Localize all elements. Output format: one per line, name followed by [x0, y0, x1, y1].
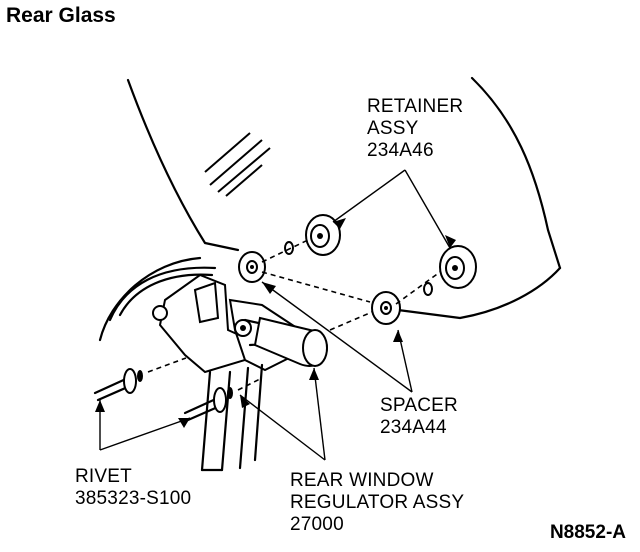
alignment-lines: [147, 239, 441, 391]
rivet-label-line-1: RIVET: [75, 466, 132, 487]
spacer-label-line-1: SPACER: [380, 395, 458, 416]
regulator-roller-plate: [253, 316, 328, 367]
glass-hole-upper: [284, 241, 294, 255]
retainer-lower: [439, 245, 477, 289]
rivet-part-number: 385323-S100: [75, 488, 192, 509]
page-title: Rear Glass: [6, 4, 116, 27]
spacer-label: SPACER 234A44: [380, 395, 458, 439]
arrow-heads: [95, 218, 456, 428]
spacer-upper: [238, 251, 266, 283]
spacer-part-number: 234A44: [380, 417, 447, 438]
figure-code: N8852-A: [549, 522, 626, 543]
regulator-part-number: 27000: [290, 514, 344, 535]
retainer-upper: [305, 214, 341, 256]
glass-hole-lower: [423, 282, 433, 296]
retainer-label-line-2: ASSY: [367, 118, 419, 139]
glass-reflection-hatch: [204, 132, 271, 197]
retainer-part-number: 234A46: [367, 140, 434, 161]
retainer-label-line-1: RETAINER: [367, 96, 464, 117]
spacer-lower: [371, 291, 401, 325]
rivet-label: RIVET 385323-S100: [75, 466, 191, 510]
regulator-label-line-2: REGULATOR ASSY: [290, 492, 465, 513]
regulator-label: REAR WINDOW REGULATOR ASSY 27000: [290, 470, 464, 536]
rivet-lower: [183, 387, 233, 422]
glass-panel: [126, 76, 562, 320]
rivet-upper: [93, 368, 143, 402]
regulator-channel: [200, 363, 264, 472]
regulator-sector-arc: [98, 256, 217, 342]
leader-lines: [99, 169, 451, 461]
retainer-label: RETAINER ASSY 234A46: [367, 96, 463, 162]
regulator-label-line-1: REAR WINDOW: [290, 470, 434, 491]
